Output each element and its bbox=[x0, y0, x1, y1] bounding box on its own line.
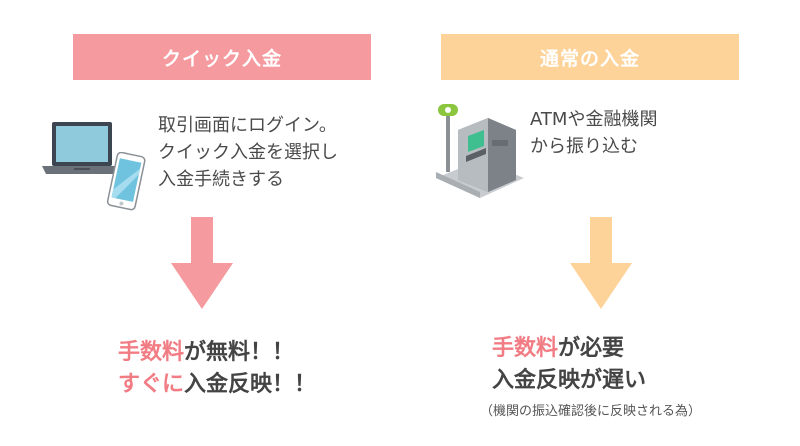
speed-highlight: すぐに bbox=[118, 372, 185, 397]
fee-text: が必要 bbox=[558, 336, 625, 361]
reflection-note: （機関の振込確認後に反映される為） bbox=[480, 404, 702, 419]
result-line-2: すぐに入金反映！！ bbox=[118, 369, 316, 401]
normal-deposit-description: ATMや金融機関 から振り込む bbox=[530, 106, 657, 160]
down-arrow-icon bbox=[171, 217, 233, 309]
smartphone-icon bbox=[106, 152, 146, 211]
reflection-text: 入金反映！！ bbox=[184, 372, 317, 397]
down-arrow-icon bbox=[570, 217, 632, 309]
result-line-1: 手数料が無料！！ bbox=[118, 337, 316, 369]
fee-text: が無料！！ bbox=[184, 340, 295, 365]
atm-icon bbox=[436, 104, 524, 198]
fee-highlight: 手数料 bbox=[492, 336, 559, 361]
result-line-1: 手数料が必要 bbox=[492, 333, 646, 365]
quick-deposit-title: クイック入金 bbox=[73, 34, 371, 80]
quick-deposit-result: 手数料が無料！！ すぐに入金反映！！ bbox=[118, 337, 316, 401]
result-line-2: 入金反映が遅い bbox=[492, 368, 647, 393]
normal-deposit-result: 手数料が必要 入金反映が遅い bbox=[492, 333, 646, 397]
fee-highlight: 手数料 bbox=[118, 340, 185, 365]
laptop-icon bbox=[42, 122, 122, 174]
desc-line: から振り込む bbox=[530, 136, 638, 157]
quick-deposit-column: クイック入金 取引画面にログイン。 クイック入金を選択し 入金手続きする 手数料… bbox=[42, 34, 371, 401]
quick-deposit-description: 取引画面にログイン。 クイック入金を選択し 入金手続きする bbox=[158, 112, 338, 193]
normal-deposit-title: 通常の入金 bbox=[441, 34, 739, 80]
desc-line: 入金手続きする bbox=[158, 169, 284, 190]
desc-line: 取引画面にログイン。 bbox=[158, 115, 337, 136]
desc-line: クイック入金を選択し bbox=[158, 142, 338, 163]
desc-line: ATMや金融機関 bbox=[530, 109, 658, 130]
normal-deposit-column: 通常の入金 ATMや金融機関 から振り込む 手数料が必要 入金反映が遅い （機関… bbox=[400, 0, 800, 446]
